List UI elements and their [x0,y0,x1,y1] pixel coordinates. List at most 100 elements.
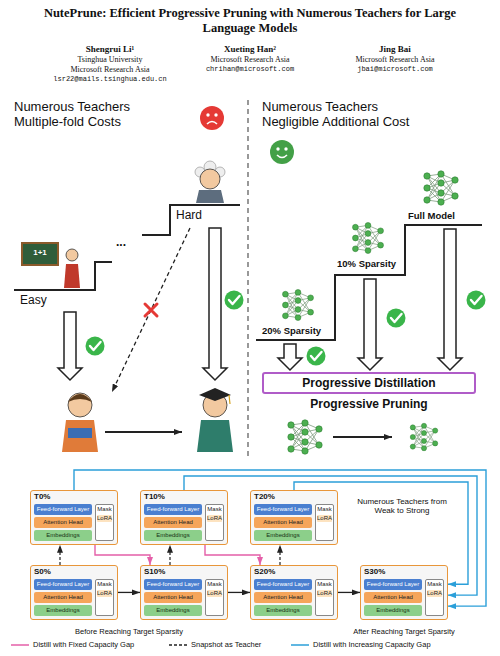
node-text: Feed-forward Layer [36,506,90,513]
node-text: T20% [251,491,337,501]
node-text: Feed-forward Layer [366,581,420,588]
node-text: Feed-forward Layer [36,581,90,588]
progress-arrow [333,436,392,438]
network-icon [424,171,458,205]
ffn-layer: Feed-forward Layer [34,504,92,515]
panel-heading: Numerous Teachers Negligible Additional … [262,100,422,130]
node-text: Feed-forward Layer [256,581,310,588]
sad-face [200,106,224,130]
check-mark [467,291,486,310]
graduate-figure [229,395,230,404]
node-text: S30% [361,566,447,576]
happy-face [270,140,294,164]
node-text: Mask [317,506,332,513]
node-text: Mask [97,581,112,588]
network-icon [288,420,322,454]
model-label: Full Model [408,211,478,222]
ffn-layer: Feed-forward Layer [254,504,312,515]
professor-figure [196,190,224,203]
author-name: Jing Bai [325,44,465,54]
pink-connector [95,545,150,565]
mask-box: MaskLoRA [205,504,224,541]
dash-connector [279,545,280,565]
node-text: S20% [251,566,337,576]
paper-title: NutePrune: Efficient Progressive Pruning… [20,6,480,36]
hollow-arrow [58,228,462,380]
student-figure [62,393,98,452]
legend-item: Snapshot as Teacher [168,641,261,650]
affiliation: Microsoft Research Asia [35,65,185,74]
node-text: LoRA [207,590,222,597]
check-mark [387,309,406,328]
student-figure [68,428,92,438]
node-text: LoRA [97,590,112,597]
sad-face [214,113,217,116]
happy-face [270,140,294,164]
legend-item: Distill with Increasing Capacity Gap [290,641,431,650]
author-name: Shengrui Li¹ [35,44,185,54]
legend-line [11,645,29,647]
difficulty-stairs [14,205,240,290]
node-text: Attention Head [146,519,200,526]
node-text: LoRA [317,590,332,597]
mask-box: MaskLoRA [425,579,444,616]
step-label: Hard [176,209,216,223]
panel-heading: Numerous Teachers Multiple-fold Costs [14,100,174,130]
node-text: Mask [207,581,222,588]
affiliation: Microsoft Research Asia [325,55,465,64]
hollow-arrow [438,229,462,370]
ellipsis: ... [116,236,140,250]
step-label: Easy [20,294,60,308]
node-text: Mask [97,506,112,513]
attention-layer: Attention Head [254,517,312,528]
attention-layer: Attention Head [144,517,202,528]
model-box: S0% Feed-forward LayerAttention HeadEmbed… [30,565,118,620]
model-label: 20% Sparsity [262,326,332,337]
student-figure [68,394,92,402]
model-box: T10%Feed-forward LayerAttention HeadEmbe… [140,490,228,545]
author-email: chrihan@microsoft.com [180,65,320,73]
author-name: Xueting Han² [180,44,320,54]
legend-text: Distill with Increasing Capacity Gap [313,641,431,650]
process-box: Progressive Distillation [262,372,476,394]
node-text: Embeddings [36,607,90,614]
dash-connector [59,545,60,565]
sad-face [207,122,217,125]
attention-layer: Attention Head [144,592,202,603]
node-text: LoRA [317,515,332,522]
solid-connector [228,592,250,593]
chalkboard-teacher [66,249,78,261]
model-box: T0%Feed-forward LayerAttention HeadEmbed… [30,490,118,545]
node-text: Feed-forward Layer [146,581,200,588]
legend-text: Distill with Fixed Capacity Gap [33,641,134,650]
failed-path [112,228,190,392]
embedding-layer: Embeddings [144,530,202,541]
check-mark [86,337,105,356]
node-text: S0% [31,566,117,576]
mask-box: MaskLoRA [95,504,114,541]
network-icon [410,423,438,451]
annotation: Numerous Teachers from Weak to Strong [346,497,458,515]
progress-arrow [105,431,182,433]
node-text: S10% [141,566,227,576]
embedding-layer: Embeddings [254,605,312,616]
attention-layer: Attention Head [34,592,92,603]
attention-layer: Attention Head [254,592,312,603]
node-text: Mask [207,506,222,513]
model-box: S20% Feed-forward LayerAttention HeadEmbe… [250,565,338,620]
solid-connector [118,592,140,593]
happy-face [276,147,279,150]
failed-path [145,304,157,316]
node-text: Progressive Distillation [268,376,470,390]
hollow-arrow [358,279,382,370]
mask-box: MaskLoRA [315,504,334,541]
node-text: LoRA [207,515,222,522]
author-email: lsr22@mails.tsinghua.edu.cn [35,75,185,83]
hollow-arrow [58,312,82,380]
chalkboard-teacher [22,243,58,265]
check-mark [225,291,244,310]
student-figure [68,393,92,417]
panel-divider [247,100,248,458]
